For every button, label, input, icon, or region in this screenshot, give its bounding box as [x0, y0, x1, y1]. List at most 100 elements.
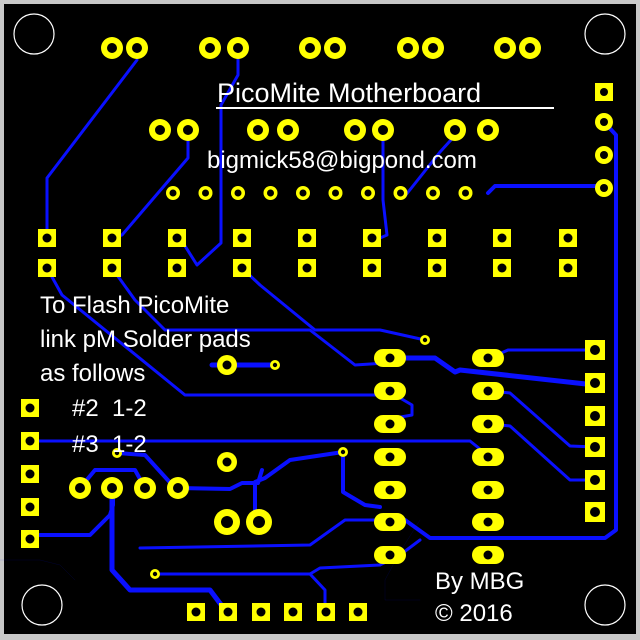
pad-drill [107, 263, 117, 273]
round-pad-icon [519, 37, 541, 59]
round-pad-icon [372, 119, 394, 141]
pad-drill [253, 516, 265, 528]
oval-pad-icon [374, 349, 406, 367]
copper-trace [380, 355, 598, 388]
pad-drill [403, 43, 413, 53]
pad-drill [590, 442, 600, 452]
round-pad-icon [134, 477, 156, 499]
pad-drill [237, 233, 247, 243]
pad-drill [385, 419, 395, 429]
copper-trace [110, 266, 387, 367]
pad-drill [299, 189, 307, 197]
via-icon [338, 447, 348, 457]
board-title: PicoMite Motherboard [217, 78, 481, 108]
mounting-holes [13, 13, 626, 626]
copper-trace [115, 451, 177, 490]
square-pad-icon [493, 229, 511, 247]
square-pad-icon [317, 603, 335, 621]
via-icon [112, 448, 122, 458]
round-pad-icon [101, 37, 123, 59]
pad-drill [525, 43, 535, 53]
square-pad-icon [428, 229, 446, 247]
pad-drill [483, 353, 493, 363]
pad-drill [590, 475, 600, 485]
square-pad-icon [559, 259, 577, 277]
square-pad-icon [168, 259, 186, 277]
pad-drill [155, 125, 165, 135]
pad-drill [500, 43, 510, 53]
pad-drill [169, 189, 177, 197]
pad-drill [332, 189, 339, 197]
mounting-hole-icon [13, 13, 55, 55]
pad-drill [25, 469, 35, 479]
pad-drill [483, 517, 493, 527]
pad-drill [267, 189, 274, 197]
round-pad-icon [177, 119, 199, 141]
square-pad-icon [21, 399, 39, 417]
pad-drill [75, 483, 85, 493]
instruction-pad-2: #2 1-2 [72, 395, 147, 422]
oval-pad-icon [472, 382, 504, 400]
pad-drill [450, 125, 460, 135]
pad-drill [25, 502, 35, 512]
pad-drill [497, 233, 507, 243]
pad-drill [233, 43, 243, 53]
round-pad-icon [198, 186, 213, 200]
round-pad-icon [246, 509, 272, 535]
oval-pad-icon [374, 448, 406, 466]
pads-layer [21, 37, 613, 621]
pad-drill [25, 534, 35, 544]
copper-trace [178, 46, 240, 267]
pad-drill [483, 550, 493, 560]
pad-drill [350, 125, 360, 135]
oval-pad-icon [472, 448, 504, 466]
pad-drill [222, 360, 232, 370]
round-pad-icon [458, 186, 473, 200]
round-pad-icon [126, 37, 148, 59]
copper-trace [0, 559, 76, 581]
pad-drill [234, 189, 242, 197]
mounting-hole-icon [584, 584, 626, 626]
round-pad-icon [227, 37, 249, 59]
round-pad-icon [214, 509, 240, 535]
pad-drill [132, 43, 142, 53]
pad-drill [42, 233, 52, 243]
round-pad-icon [167, 477, 189, 499]
round-pad-icon [101, 477, 123, 499]
square-pad-icon [233, 229, 251, 247]
round-pad-icon [247, 119, 269, 141]
square-pad-icon [168, 229, 186, 247]
credit-author: By MBG [435, 568, 524, 595]
pad-drill [256, 607, 266, 617]
round-pad-icon [328, 186, 343, 200]
pad-drill [173, 483, 183, 493]
round-pad-icon [69, 477, 91, 499]
round-pad-icon [263, 186, 278, 200]
round-pad-icon [422, 37, 444, 59]
pad-drill [385, 517, 395, 527]
square-pad-icon [559, 229, 577, 247]
round-pad-icon [277, 119, 299, 141]
pad-drill [483, 452, 493, 462]
oval-pad-icon [374, 513, 406, 531]
round-pad-icon [393, 186, 408, 200]
via-drill [152, 571, 158, 577]
credit-year: © 2016 [435, 600, 513, 627]
round-pad-icon [199, 37, 221, 59]
pad-drill [497, 263, 507, 273]
pad-drill [590, 378, 600, 388]
pad-drill [302, 263, 312, 273]
oval-pad-icon [472, 415, 504, 433]
pad-drill [283, 125, 293, 135]
silkscreen-text: PicoMite Motherboard bigmick58@bigpond.c… [40, 78, 554, 627]
copper-trace [109, 485, 225, 609]
via-drill [340, 449, 346, 455]
pad-drill [385, 386, 395, 396]
oval-pad-icon [472, 349, 504, 367]
copper-trace [138, 518, 382, 550]
round-pad-icon [344, 119, 366, 141]
instruction-line-2: link pM Solder pads [40, 326, 251, 353]
square-pad-icon [298, 229, 316, 247]
square-pad-icon [103, 259, 121, 277]
mounting-hole-icon [584, 13, 626, 55]
